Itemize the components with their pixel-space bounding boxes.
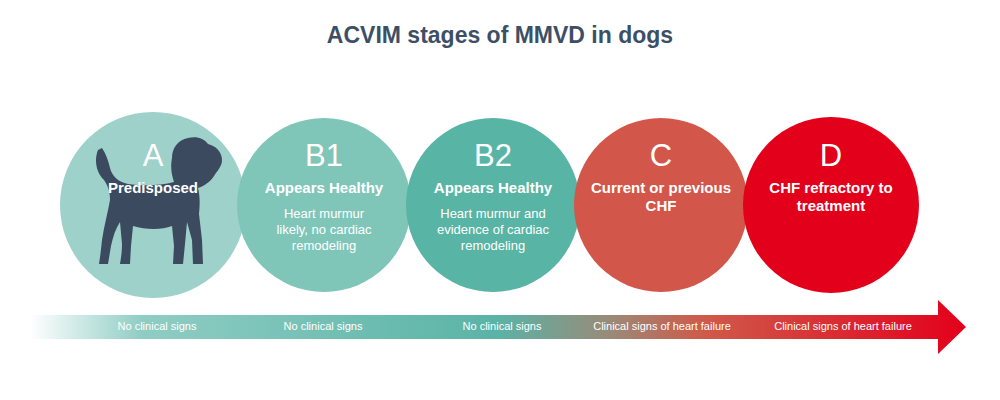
stage-sign-label: No clinical signs — [284, 320, 363, 332]
stage-circle: B2Appears HealthyHeart murmur and eviden… — [406, 118, 580, 292]
stage-text-column: D CHF refractory to treatment — [743, 139, 919, 224]
stage-heading: Current or previous CHF — [586, 179, 736, 215]
stage-letter: B1 — [305, 139, 343, 173]
stage-text-column: B2Appears HealthyHeart murmur and eviden… — [406, 139, 580, 254]
stage-circle: B1Appears HealthyHeart murmur likely, no… — [237, 118, 411, 292]
stage-sign-label: No clinical signs — [463, 320, 542, 332]
stage-heading: Appears Healthy — [265, 179, 383, 197]
stage-text-column: B1Appears HealthyHeart murmur likely, no… — [237, 139, 411, 254]
diagram-title: ACVIM stages of MMVD in dogs — [0, 22, 1000, 49]
stage-circle: D CHF refractory to treatment — [743, 117, 919, 293]
stage-sign-label: Clinical signs of heart failure — [774, 320, 912, 332]
stage-letter: B2 — [474, 139, 512, 173]
arrow-band — [30, 300, 966, 354]
dog-silhouette — [96, 137, 222, 264]
stage-circle: C Current or previous CHF — [574, 118, 748, 292]
stage-sign-label: Clinical signs of heart failure — [593, 320, 731, 332]
stage-letter: C — [650, 139, 672, 173]
stage-heading: CHF refractory to treatment — [756, 179, 906, 215]
stage-text-column: C Current or previous CHF — [574, 139, 748, 224]
stage-description: Heart murmur likely, no cardiac remodeli… — [268, 206, 380, 254]
stage-heading: Predisposed — [108, 179, 198, 197]
stage-sign-label: No clinical signs — [118, 320, 197, 332]
stage-heading: Appears Healthy — [434, 179, 552, 197]
stage-description: Heart murmur and evidence of cardiac rem… — [437, 206, 549, 254]
stage-letter: A — [143, 139, 164, 173]
stage-letter: D — [820, 139, 842, 173]
stage-text-column: A Predisposed — [60, 139, 246, 206]
